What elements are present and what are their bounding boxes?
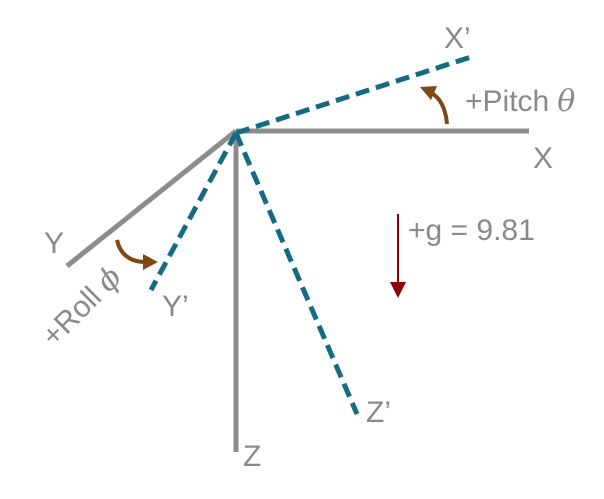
z-axis-label: Z (243, 440, 261, 473)
y-prime-axis-line (148, 131, 239, 292)
x-axis-label: X (533, 142, 553, 175)
pitch-label-text: +Pitch (465, 85, 549, 118)
roll-rotation-arrow (115, 239, 147, 264)
roll-arrowhead (143, 254, 158, 270)
x-prime-axis-line (235, 53, 475, 136)
roll-label: +Rollϕ (35, 260, 129, 354)
roll-label-text: +Roll (36, 281, 108, 353)
y-axis-label: Y (44, 227, 64, 260)
gravity-label: +g = 9.81 (408, 214, 535, 247)
z-prime-axis-label: Z’ (366, 396, 391, 429)
x-prime-axis-label: X’ (444, 22, 471, 55)
y-axis-line (65, 129, 238, 268)
z-prime-axis-line (233, 132, 360, 415)
pitch-symbol: θ (557, 84, 575, 119)
pitch-rotation-arrow (428, 90, 449, 125)
y-prime-axis-label: Y’ (162, 290, 189, 323)
pitch-arrowhead (420, 86, 437, 100)
